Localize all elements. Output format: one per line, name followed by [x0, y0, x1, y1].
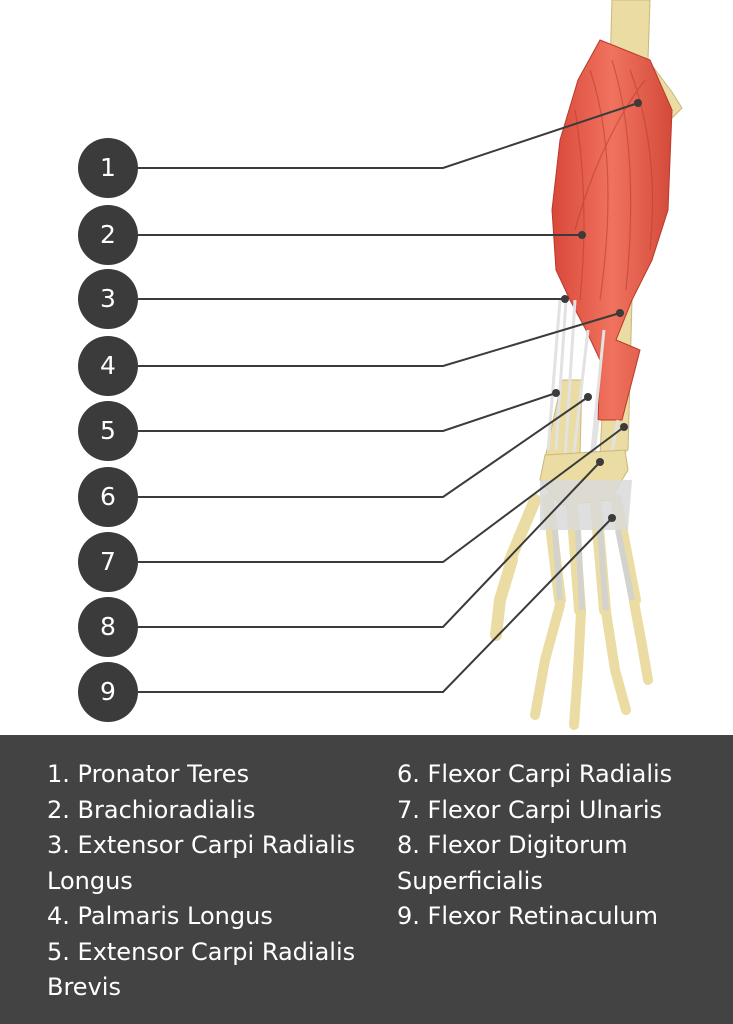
legend-item-3: 3. Extensor Carpi Radialis Longus [47, 831, 356, 895]
marker-2[interactable]: 2 [78, 205, 138, 265]
marker-8[interactable]: 8 [78, 597, 138, 657]
legend-item-7: 7. Flexor Carpi Ulnaris [397, 795, 663, 824]
marker-7[interactable]: 7 [78, 532, 138, 592]
muscle-fibres [574, 59, 654, 301]
marker-6[interactable]: 6 [78, 467, 138, 527]
legend-item-9: 9. Flexor Retinaculum [397, 902, 659, 930]
legend-item-6: 6. Flexor Carpi Radialis [397, 760, 673, 788]
legend-column-left: 1. Pronator Teres 2. Brachioradialis 3. … [47, 757, 397, 1006]
legend-item-2: 2. Brachioradialis [47, 795, 256, 824]
legend-item-8: 8. Flexor Digitorum Superficialis [397, 831, 628, 895]
leader-dots [552, 99, 642, 522]
marker-5[interactable]: 5 [78, 401, 138, 461]
legend-item-1: 1. Pronator Teres [47, 760, 250, 788]
legend-column-right: 6. Flexor Carpi Radialis 7. Flexor Carpi… [397, 757, 727, 935]
thumb-bones [490, 554, 518, 641]
legend-panel: 1. Pronator Teres 2. Brachioradialis 3. … [0, 735, 733, 1024]
forearm-muscle-mass [551, 39, 673, 421]
forearm-illustration [138, 0, 683, 730]
legend-item-4: 4. Palmaris Longus [47, 902, 273, 930]
leader-lines [138, 102, 639, 693]
palmar-tendons [552, 529, 635, 611]
finger-bones [530, 597, 653, 730]
flexor-retinaculum [540, 480, 632, 530]
legend-item-5: 5. Extensor Carpi Radialis Brevis [47, 937, 356, 1002]
marker-3[interactable]: 3 [78, 269, 138, 329]
marker-9[interactable]: 9 [78, 662, 138, 722]
marker-4[interactable]: 4 [78, 336, 138, 396]
marker-1[interactable]: 1 [78, 138, 138, 198]
